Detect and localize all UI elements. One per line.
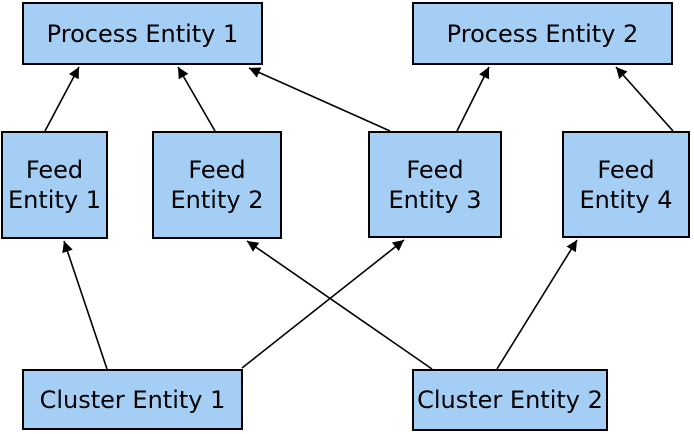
- edge-cluster-entity-1-to-feed-entity-1: [62, 240, 108, 370]
- edge-cluster-entity-2-to-feed-entity-2: [246, 240, 433, 370]
- node-label-line: Entity 1: [8, 186, 101, 214]
- node-label-line: Entity 2: [170, 186, 264, 214]
- edge-feed-entity-3-to-process-entity-1: [248, 67, 391, 132]
- edge-feed-entity-4-to-process-entity-2: [615, 66, 674, 132]
- process-entity-1: Process Entity 1: [22, 2, 263, 65]
- node-label-line: Feed: [597, 155, 655, 184]
- edge-feed-entity-1-to-process-entity-1: [44, 66, 80, 132]
- node-label-line: Entity 3: [388, 185, 482, 214]
- node-label-line: Process Entity 1: [46, 19, 239, 48]
- process-entity-2: Process Entity 2: [412, 2, 673, 65]
- edge-feed-entity-3-to-process-entity-2: [456, 66, 490, 132]
- edge-cluster-entity-1-to-feed-entity-3: [241, 239, 405, 369]
- node-label-line: Feed: [406, 155, 464, 184]
- node-label-line: Entity 4: [579, 185, 673, 214]
- node-label-line: Cluster Entity 2: [417, 386, 603, 414]
- node-label-line: Feed: [188, 156, 246, 184]
- node-label-line: Process Entity 2: [446, 19, 639, 48]
- edge-cluster-entity-2-to-feed-entity-4: [496, 239, 578, 370]
- cluster-entity-2: Cluster Entity 2: [412, 369, 608, 431]
- node-label-line: Cluster Entity 1: [39, 385, 226, 414]
- edge-feed-entity-2-to-process-entity-1: [177, 66, 216, 132]
- node-label-line: Feed: [25, 156, 84, 184]
- cluster-entity-1: Cluster Entity 1: [22, 369, 243, 430]
